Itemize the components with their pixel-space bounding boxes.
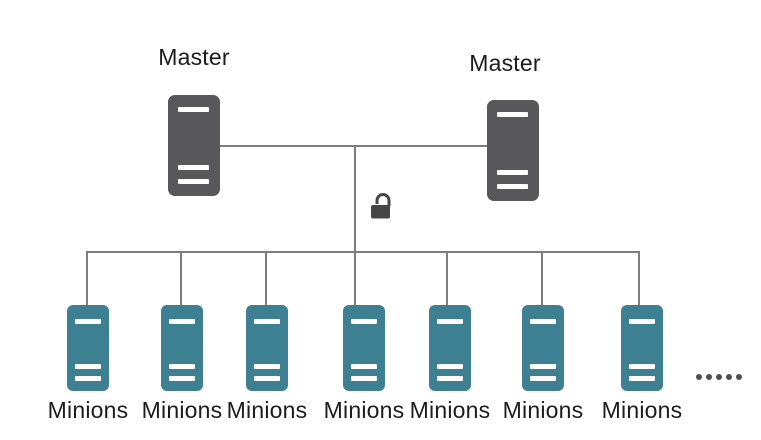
server-slot-bar [169, 319, 195, 324]
bus-line [87, 251, 640, 253]
server-slot-bar [530, 364, 556, 369]
server-slot-bar [178, 165, 209, 170]
dot [726, 374, 732, 380]
server-slot-bar [254, 364, 280, 369]
server-slot-bar [254, 376, 280, 381]
master-1-server-tower-icon [168, 95, 220, 196]
server-slot-bar [629, 376, 655, 381]
server-slot-bar [169, 364, 195, 369]
drop-line-5 [446, 251, 448, 305]
more-minions-dots [696, 374, 742, 380]
dot [716, 374, 722, 380]
master-1-label: Master [158, 44, 230, 70]
server-slot-bar [178, 179, 209, 184]
minion-6-label: Minions [502, 397, 584, 423]
dot [736, 374, 742, 380]
minion-1-label: Minions [47, 397, 129, 423]
drop-line-2 [180, 251, 182, 305]
minion-7-server-tower-icon [621, 305, 663, 391]
server-slot-bar [254, 319, 280, 324]
minion-5-label: Minions [409, 397, 491, 423]
drop-line-3 [265, 251, 267, 305]
minion-5-server-tower-icon [429, 305, 471, 391]
dot [696, 374, 702, 380]
trunk-line [354, 145, 356, 305]
minion-3-label: Minions [226, 397, 308, 423]
minion-3-server-tower-icon [246, 305, 288, 391]
server-slot-bar [178, 107, 209, 112]
server-slot-bar [169, 376, 195, 381]
master-2-label: Master [469, 50, 541, 76]
minion-6-server-tower-icon [522, 305, 564, 391]
drop-line-7 [638, 251, 640, 305]
server-slot-bar [351, 364, 377, 369]
server-slot-bar [351, 319, 377, 324]
minion-2-server-tower-icon [161, 305, 203, 391]
server-slot-bar [629, 319, 655, 324]
master-2-server-tower-icon [487, 100, 539, 201]
server-slot-bar [437, 376, 463, 381]
drop-line-1 [86, 251, 88, 305]
server-slot-bar [629, 364, 655, 369]
minion-4-label: Minions [323, 397, 405, 423]
open-padlock-icon [371, 193, 391, 219]
server-slot-bar [497, 112, 528, 117]
server-slot-bar [351, 376, 377, 381]
dot [706, 374, 712, 380]
master-link-line [220, 145, 487, 147]
minion-7-label: Minions [601, 397, 683, 423]
server-slot-bar [497, 184, 528, 189]
server-slot-bar [530, 319, 556, 324]
server-slot-bar [497, 170, 528, 175]
server-slot-bar [75, 364, 101, 369]
server-slot-bar [75, 319, 101, 324]
server-slot-bar [75, 376, 101, 381]
drop-line-6 [541, 251, 543, 305]
server-slot-bar [530, 376, 556, 381]
minion-4-server-tower-icon [343, 305, 385, 391]
minion-1-server-tower-icon [67, 305, 109, 391]
minion-2-label: Minions [141, 397, 223, 423]
server-slot-bar [437, 364, 463, 369]
server-slot-bar [437, 319, 463, 324]
